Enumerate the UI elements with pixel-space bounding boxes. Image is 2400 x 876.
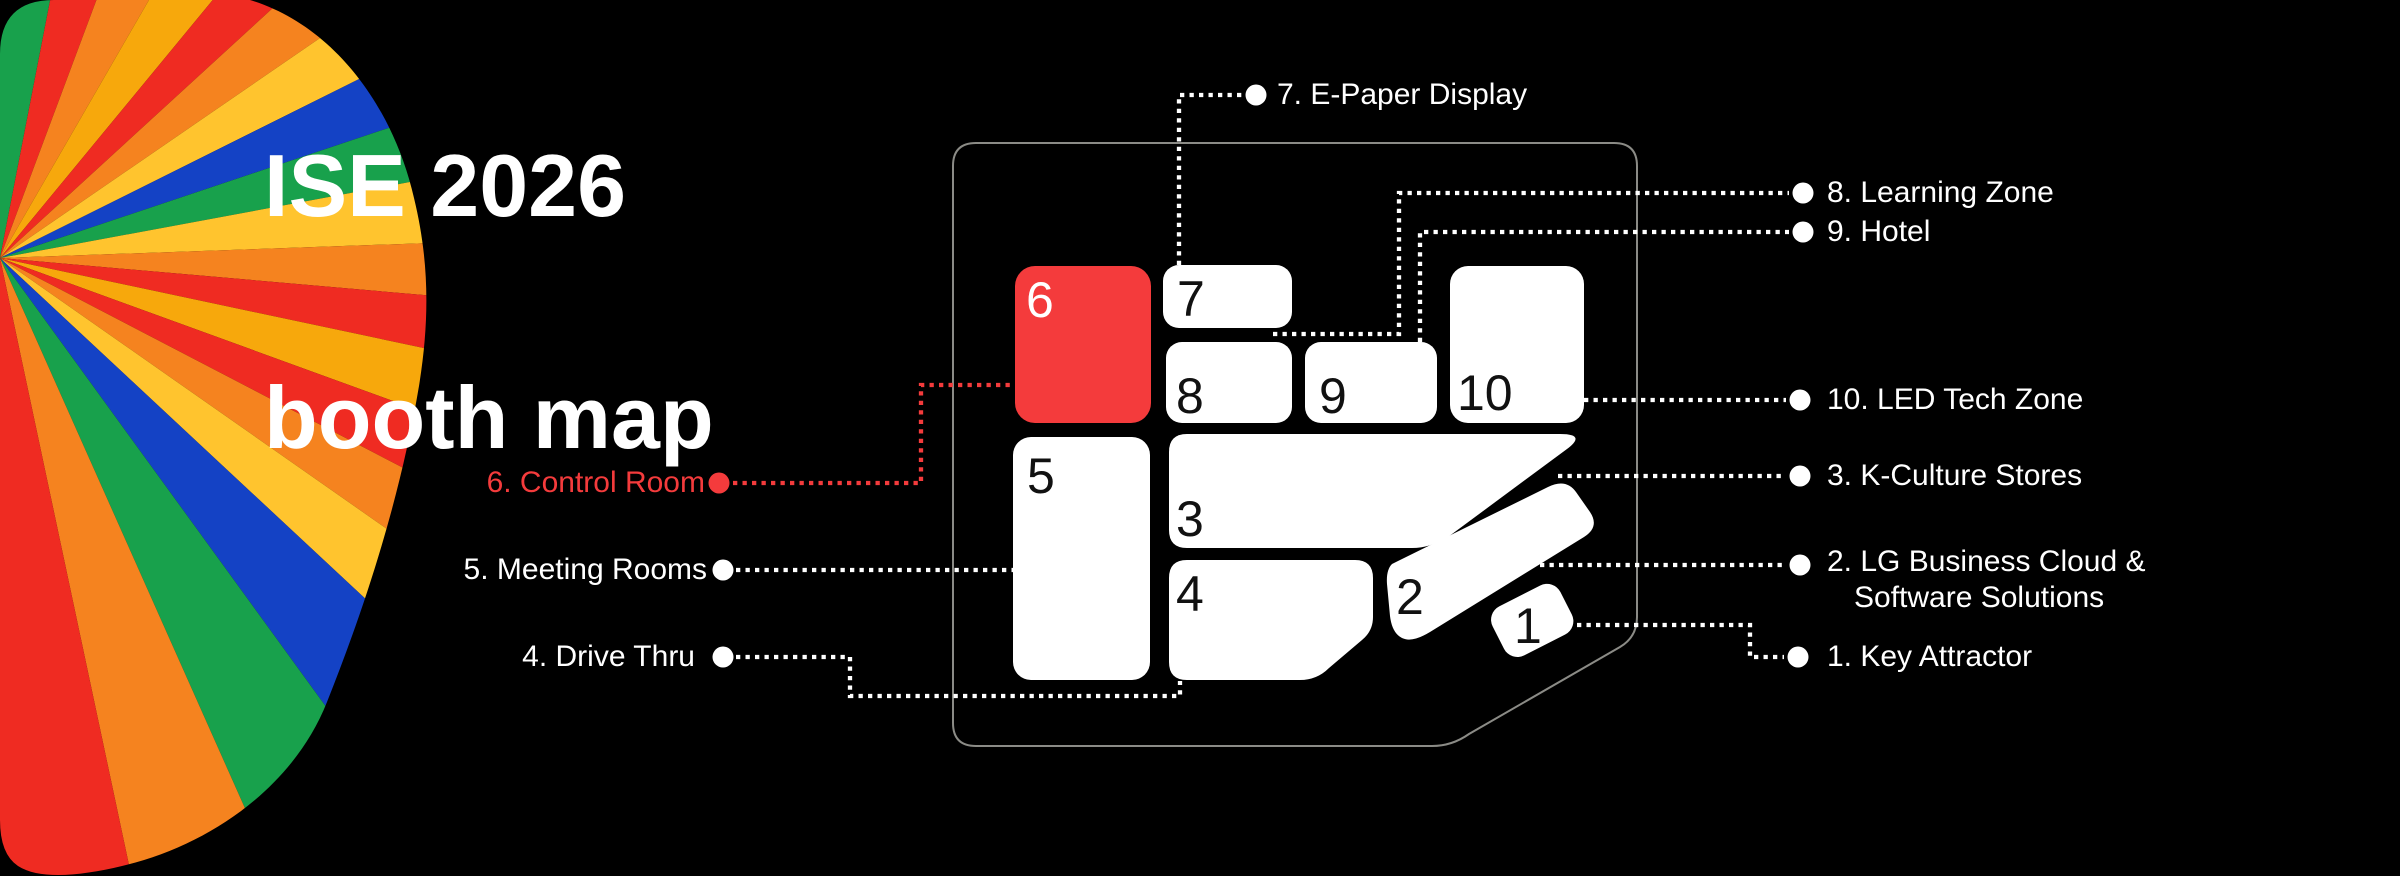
fan-ray-red [0,0,246,258]
fan-ray-amber [0,258,427,498]
color-fan-graphic [0,0,427,876]
leader-line-4 [736,654,1183,699]
fan-ray-blue [0,0,427,258]
bullet-3 [1789,465,1811,487]
fan-ray-orange [0,233,427,319]
fan-ray-yellow [0,0,427,258]
booth-number-10: 10 [1457,365,1513,421]
booth-number-6: 6 [1026,272,1054,328]
booth-number-9: 9 [1319,368,1347,424]
legend-item-3: 3. K-Culture Stores [1827,459,2083,492]
fan-ray-orange [0,0,427,258]
booth-number-3: 3 [1176,491,1204,547]
booth-10 [1450,266,1584,423]
bullet-1 [1787,646,1809,668]
fan-ray-red [0,258,427,582]
fan-ray-orange [0,258,427,660]
legend-item-5: 5. Meeting Rooms [463,553,707,586]
fan-ray-green [0,35,427,258]
fan-ray-yellow [0,258,427,736]
bullet-7 [1245,84,1267,106]
leader-line-7 [1176,92,1242,265]
fan-ray-red [0,0,427,258]
page-title: ISE 2026 booth map [264,128,714,476]
legend-item-10: 10. LED Tech Zone [1827,383,2084,416]
legend-item-4: 4. Drive Thru [522,640,695,673]
legend-item-7: 7. E-Paper Display [1277,78,1528,111]
bullet-9 [1792,221,1814,243]
fan-ray-amber [0,0,427,258]
fan-ray-yellow [0,130,427,258]
legend-item-2-line-1: 2. LG Business Cloud & [1827,545,2146,578]
bullet-6 [708,472,730,494]
title-line-1: ISE 2026 [264,136,627,235]
title-line-2: booth map [264,368,714,467]
legend-item-1: 1. Key Attractor [1827,640,2033,673]
booth-number-5: 5 [1027,448,1055,504]
leader-line-6 [733,382,1015,486]
booth-number-2: 2 [1396,569,1424,625]
bullet-8 [1792,182,1814,204]
booth-7 [1163,265,1292,328]
map-outline [952,142,1638,747]
booth-6 [1015,266,1151,423]
booth-1 [1491,583,1574,658]
fan-ray-orange [0,0,350,258]
booth-number-1: 1 [1514,598,1542,654]
legend-item-2: 2. LG Business Cloud & Software Solution… [1827,544,2146,616]
bullet-4 [712,646,734,668]
booth-number-7: 7 [1177,271,1205,327]
booth-2 [1386,483,1594,640]
fan-ray-green [0,258,412,876]
bullet-2 [1789,554,1811,576]
booth-5 [1013,437,1150,680]
bullet-10 [1789,389,1811,411]
booth-9 [1305,342,1437,423]
booth-8 [1166,342,1292,423]
legend-item-9: 9. Hotel [1827,215,1931,248]
legend-item-8: 8. Learning Zone [1827,176,2054,209]
fan-ray-red [0,258,427,404]
fan-ray-red [0,258,146,876]
fan-ray-orange [0,258,285,876]
booth-4 [1169,560,1373,680]
bullet-5 [712,559,734,581]
booth-number-4: 4 [1176,566,1204,622]
booth-3 [1169,434,1576,548]
leader-line-1 [1577,622,1784,660]
booth-number-8: 8 [1176,368,1204,424]
legend-item-6: 6. Control Room [486,466,705,499]
legend-item-2-line-2: Software Solutions [1854,581,2105,614]
